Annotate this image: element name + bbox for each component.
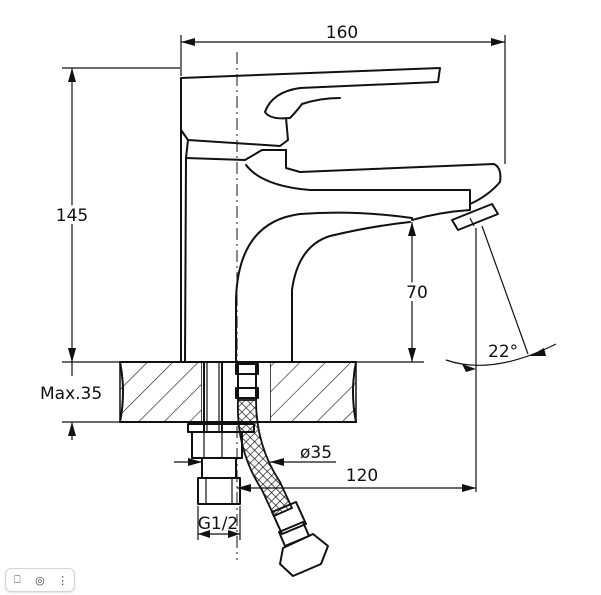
dimension-145: 145 — [53, 67, 180, 363]
mounting-shank — [187, 361, 255, 505]
image-toolbar: ⎕ ◎ ⋮ — [5, 568, 75, 592]
dim-label-120: 120 — [346, 466, 378, 486]
flexible-hose — [235, 361, 329, 577]
dim-label-max-35: Max.35 — [40, 384, 102, 404]
dim-label-160: 160 — [326, 23, 358, 43]
dim-label-70: 70 — [406, 283, 428, 303]
dimension-70: 70 — [356, 222, 431, 363]
dimension-angle-22: 22° — [445, 225, 557, 492]
bookmark-icon[interactable]: ⎕ — [14, 573, 21, 586]
dimension-max-35: Max.35 — [40, 348, 120, 440]
dim-label-145: 145 — [56, 206, 88, 226]
dimension-160: 160 — [180, 23, 506, 164]
dimension-120: 120 — [237, 466, 476, 492]
dim-label-g1-2: G1/2 — [198, 514, 239, 534]
lens-icon[interactable]: ◎ — [35, 573, 45, 587]
dimension-diameter-35: ø35 — [174, 443, 336, 466]
dimension-g1-2: G1/2 — [197, 506, 241, 540]
faucet-body — [180, 67, 502, 363]
dim-label-diameter-35: ø35 — [300, 443, 332, 463]
more-options-icon[interactable]: ⋮ — [57, 573, 69, 587]
dim-label-22: 22° — [488, 342, 518, 362]
